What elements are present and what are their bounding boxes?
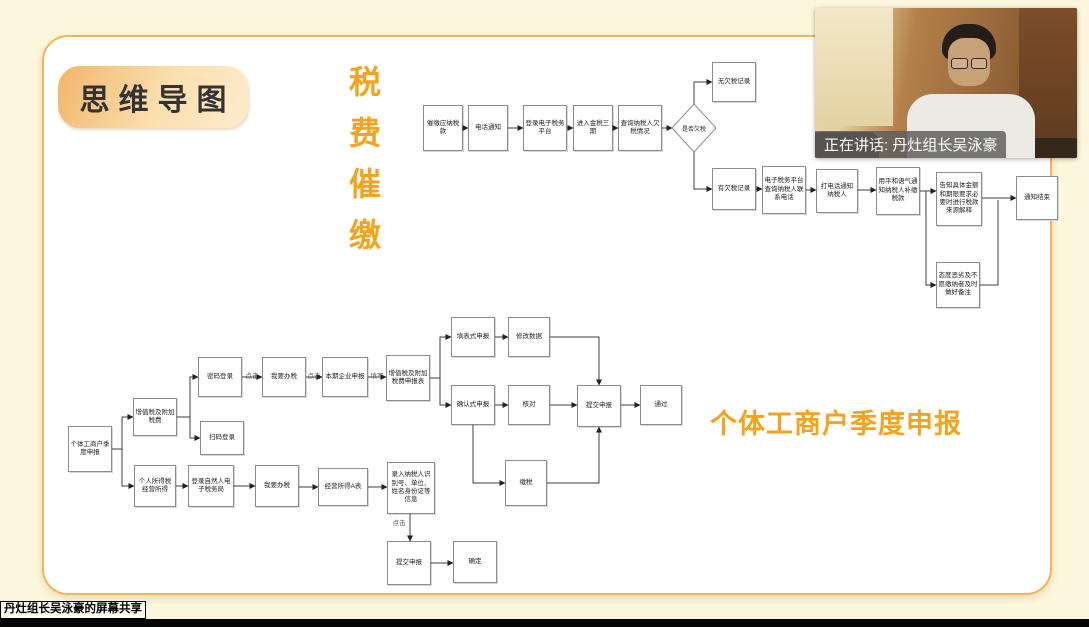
- flow-node-query-contact: 电子税务平台查询纳税人联系电话: [762, 166, 806, 214]
- speaker-face: [948, 38, 990, 86]
- flow-node-income-a-form: 经营所得A表: [318, 468, 368, 506]
- vertical-title-char: 费: [349, 115, 382, 151]
- flow-node-pass: 通过: [640, 385, 682, 425]
- edge-label: 点击: [391, 519, 407, 528]
- flow-node-want-tax-2: 我要办税: [255, 465, 299, 507]
- vertical-title-char: 缴: [349, 217, 382, 253]
- flow-node-inform-amount: 告知具体金额和期限要求必要时进行税款来源解释: [936, 172, 982, 226]
- flow-node-submit-declare-1: 提交申报: [577, 385, 621, 427]
- flow-node-with-arrears: 有欠税记录: [712, 168, 756, 210]
- flow-node-golden-tax-3: 进入金税三期: [573, 105, 613, 151]
- flow-node-arrears-decision: 是否欠税: [671, 103, 717, 153]
- flow-node-call-taxpayer: 打电话通知纳税人: [816, 169, 858, 213]
- flow-node-quarterly-root: 个体工商户季度申报: [68, 426, 112, 472]
- flow-node-login-etax: 登录电子税务平台: [523, 105, 567, 151]
- flow-node-personal-income-branch: 个人所得税经营所得: [134, 465, 176, 507]
- flow-node-vat-form: 增值税及附加税费申报表: [386, 355, 430, 401]
- flow-node-confirm-declare: 确认式申报: [451, 385, 495, 425]
- flow-node-want-tax-1: 我要办税: [262, 357, 306, 397]
- section-title-quarterly: 个体工商户季度申报: [710, 409, 962, 439]
- flow-node-query-arrears: 查询纳税人欠税情况: [618, 105, 662, 151]
- vertical-title-char: 税: [349, 64, 382, 100]
- flow-node-notice-end: 通知结束: [1016, 176, 1058, 220]
- flow-node-label: 是否欠税: [681, 126, 706, 133]
- flow-node-calm-notice: 用平和语气通知纳税人补缴税款: [876, 167, 920, 215]
- flow-node-phone-notice: 电话通知: [468, 105, 508, 151]
- flow-node-confirm-ok: 确定: [453, 541, 497, 583]
- edge-label: 点击: [306, 372, 322, 381]
- flow-node-natural-person-bureau: 登录自然人电子税务局: [188, 465, 234, 507]
- flow-node-input-info: 录入纳税人识别号、单位、姓名身份证等信息: [387, 462, 435, 514]
- screen-share-banner: 丹灶组长吴泳豪的屏幕共享: [0, 601, 146, 619]
- bottom-taskbar: [0, 619, 1089, 627]
- flow-node-modify-data: 修改数据: [508, 317, 550, 357]
- flow-node-pay-tax: 缴税: [505, 460, 547, 506]
- flow-node-check-data: 核对: [508, 385, 550, 425]
- vertical-section-title: 税 费 催 缴: [349, 66, 381, 251]
- flow-node-submit-declare-2: 提交申报: [387, 541, 431, 585]
- flow-node-form-declare: 填表式申报: [451, 317, 495, 357]
- flow-node-note-refusal: 态度恶劣及不愿缴纳者及时做好备注: [936, 262, 980, 308]
- flow-node-no-arrears: 无欠税记录: [712, 62, 756, 102]
- flow-node-pwd-login: 密码登录: [198, 357, 242, 397]
- edge-label: 填写: [369, 372, 385, 381]
- webcam-window-light: [815, 8, 893, 126]
- page-title: 思维导图: [58, 66, 248, 128]
- speaker-video-tile[interactable]: 正在讲话: 丹灶组长吴泳豪: [815, 8, 1077, 158]
- edge-label: 点击: [244, 372, 260, 381]
- speaker-glasses: [951, 58, 987, 69]
- flow-node-vat-branch: 增值税及附加税费: [133, 398, 177, 436]
- speaker-caption: 正在讲话: 丹灶组长吴泳豪: [815, 131, 1007, 158]
- flow-node-urge-tax: 催缴应纳税款: [423, 105, 463, 151]
- vertical-title-char: 催: [349, 166, 382, 202]
- flow-node-period-declare: 本期企业申报: [322, 357, 368, 397]
- flow-node-scan-login: 扫码登录: [200, 421, 244, 455]
